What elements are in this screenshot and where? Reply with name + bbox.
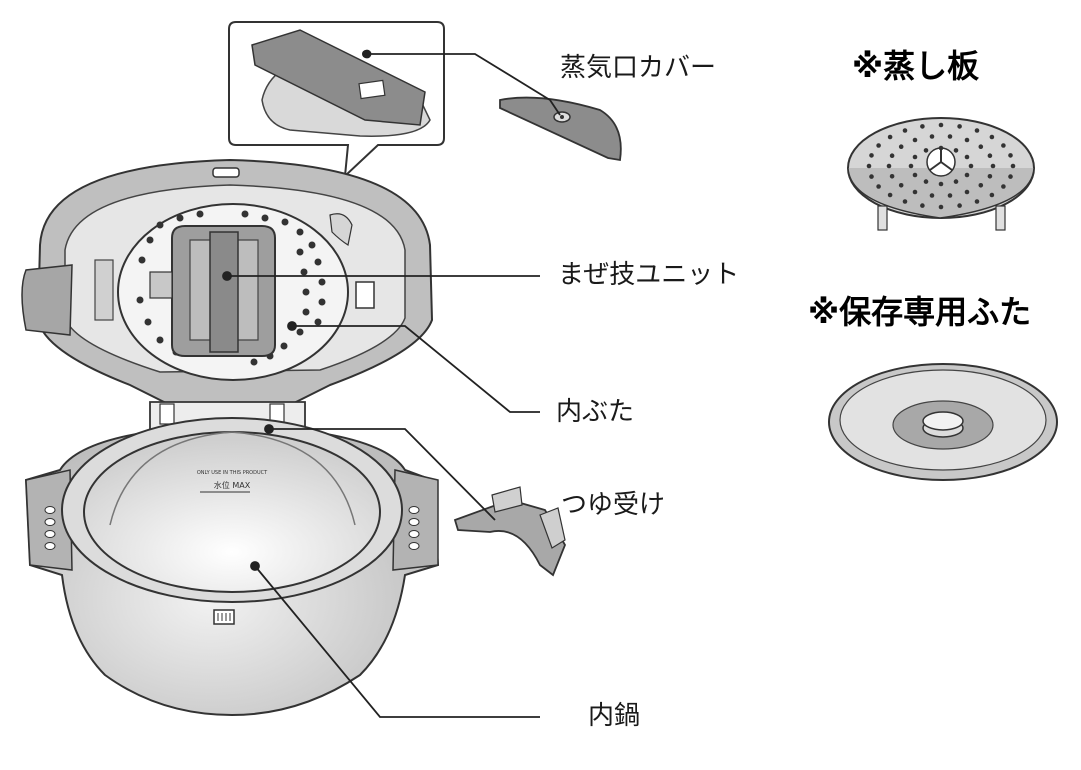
plate-hole (989, 134, 995, 140)
cooker-body (21, 158, 440, 717)
steam-plate-part (847, 117, 1035, 231)
plate-hole (923, 148, 929, 153)
plate-hole (1010, 163, 1016, 169)
plate-hole (923, 179, 929, 184)
plate-hole (912, 189, 918, 195)
plate-hole (947, 134, 953, 139)
pot-marking-2: 水位 MAX (214, 480, 251, 490)
steam-plate-heading: ※蒸し板 (852, 47, 980, 85)
plate-hole (929, 193, 935, 198)
plate-hole (974, 199, 980, 204)
plate-hole (938, 204, 944, 210)
plate-hole (908, 163, 914, 169)
inner-lid-label: 内ぶた (556, 397, 635, 427)
drip-tray-part (453, 486, 566, 577)
plate-hole (964, 189, 970, 195)
steam-vent-inset (228, 21, 445, 179)
plate-hole (929, 134, 935, 139)
plate-hole (1008, 174, 1013, 179)
plate-hole (953, 179, 959, 184)
plate-hole (938, 122, 944, 128)
mixing-unit-label: まぜ技ユニット (558, 260, 740, 290)
plate-hole (957, 203, 962, 208)
plate-hole (1008, 153, 1013, 158)
plate-hole (912, 154, 918, 160)
plate-hole (938, 181, 944, 187)
plate-hole (876, 184, 881, 189)
plate-hole (964, 172, 970, 178)
inner-pot-shape (83, 431, 381, 593)
plate-hole (978, 183, 984, 188)
plate-hole (912, 137, 918, 143)
drip-tray-label: つゆ受け (561, 490, 666, 520)
plate-hole (902, 128, 908, 133)
plate-hole (978, 144, 984, 149)
plate-hole (938, 145, 944, 151)
plate-hole (889, 174, 895, 179)
plate-hole (889, 153, 895, 158)
pot-marking-1: ONLY USE IN THIS PRODUCT (197, 470, 268, 476)
plate-hole (974, 128, 980, 133)
plate-hole (990, 163, 996, 169)
inner-pot-label: 内鍋 (588, 701, 641, 731)
plate-hole (964, 137, 970, 143)
plate-hole (968, 163, 974, 169)
plate-hole (920, 124, 925, 129)
plate-hole (1001, 143, 1006, 148)
plate-hole (912, 172, 918, 178)
plate-hole (987, 153, 993, 158)
plate-hole (869, 174, 874, 179)
steam-vent-cover-part (499, 96, 622, 162)
plate-hole (920, 203, 925, 208)
steam-vent-cover-label: 蒸気口カバー (560, 53, 717, 83)
storage-lid-heading: ※保存専用ふた (808, 293, 1032, 331)
plate-hole (947, 193, 953, 198)
plate-hole (902, 199, 908, 204)
plate-hole (898, 183, 904, 188)
plate-hole (987, 174, 993, 179)
plate-hole (953, 148, 959, 153)
plate-hole (887, 134, 893, 140)
plate-hole (866, 163, 872, 169)
plate-hole (964, 154, 970, 160)
plate-hole (886, 163, 892, 169)
plate-hole (957, 124, 962, 129)
plate-hole (869, 153, 874, 158)
plate-hole (898, 144, 904, 149)
storage-lid-part (828, 363, 1058, 481)
plate-hole (1001, 184, 1006, 189)
leader-lines (222, 49, 561, 718)
plate-hole (989, 192, 995, 198)
plate-hole (876, 143, 881, 148)
plate-hole (887, 192, 893, 198)
